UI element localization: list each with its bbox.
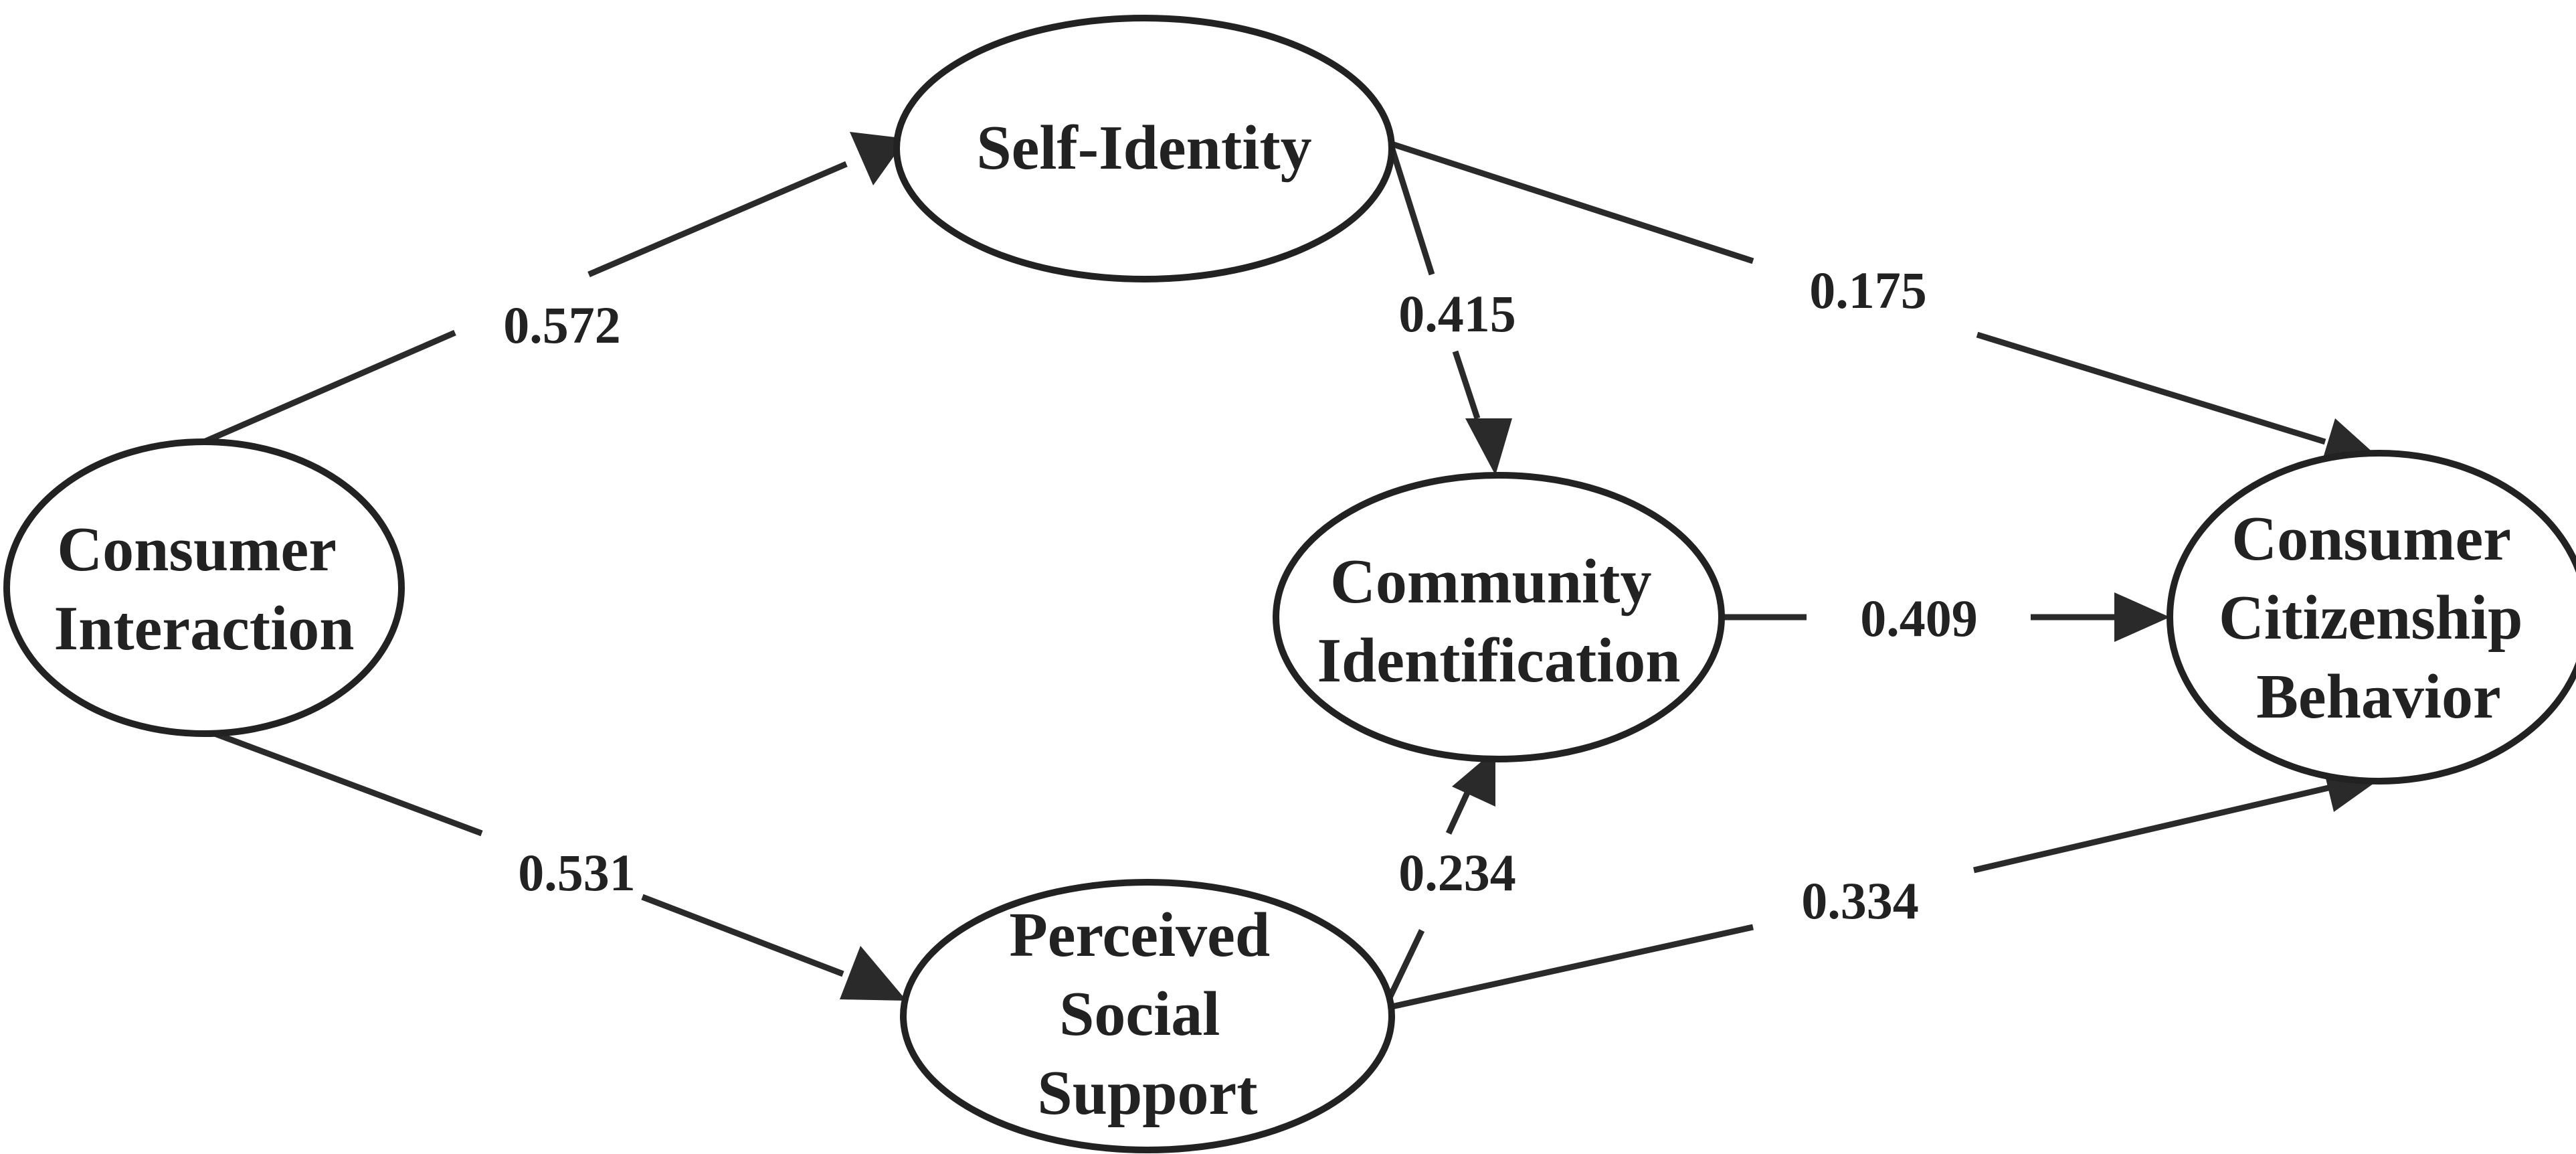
path-community-identification-to-consumer-citizenship-behavior (1722, 592, 2170, 642)
node-community-identification: Community Identification (1273, 472, 1725, 762)
path-consumer-interaction-to-perceived-social-support (203, 726, 907, 1001)
coefficient-label: 0.531 (518, 843, 636, 902)
node-perceived-social-support: Perceived Social Support (900, 879, 1395, 1153)
arrowhead-icon (850, 132, 907, 185)
node-label-line: Consumer (57, 515, 335, 584)
coefficient-label: 0.409 (1860, 589, 1978, 647)
node-label-line: Consumer (2231, 504, 2510, 574)
svg-text:Perceived Social S: Perceived Social Support (1009, 900, 1285, 1128)
svg-text:Community Identification: Community Identification (1317, 547, 1680, 695)
coefficient-label: 0.572 (503, 296, 621, 354)
node-label-line: Behavior (2256, 662, 2501, 732)
node-label-line: Social (1059, 979, 1220, 1049)
arrowhead-icon (1465, 418, 1512, 475)
svg-text:Consumer Interaction: Consumer Interaction (54, 515, 354, 663)
node-label-line: Citizenship (2219, 583, 2522, 653)
node-label-line: Perceived (1009, 900, 1270, 970)
node-consumer-citizenship-behavior: Consumer Citizenship Behavior (2167, 450, 2576, 785)
node-label-line: Self-Identity (976, 113, 1311, 183)
path-consumer-interaction-to-self-identity (203, 132, 907, 445)
svg-text:Consumer Citizenship: Consumer Citizenship Behavior (2219, 504, 2539, 732)
svg-text:Self-Identity: Self-Identity (976, 113, 1311, 183)
arrowhead-icon (1452, 750, 1495, 807)
coefficient-label: 0.234 (1398, 843, 1516, 902)
node-consumer-interaction: Consumer Interaction (3, 438, 405, 737)
node-label-line: Support (1037, 1058, 1257, 1128)
node-label-line: Identification (1317, 626, 1680, 695)
arrowhead-icon (840, 946, 907, 1001)
node-label-line: Interaction (54, 594, 354, 663)
node-self-identity: Self-Identity (893, 15, 1395, 282)
coefficient-label: 0.175 (1809, 261, 1927, 319)
coefficient-label: 0.334 (1801, 872, 1919, 930)
node-label-line: Community (1330, 547, 1651, 616)
arrowhead-icon (2114, 592, 2170, 642)
path-self-identity-to-community-identification (1388, 146, 1512, 475)
coefficient-label: 0.415 (1398, 284, 1516, 343)
